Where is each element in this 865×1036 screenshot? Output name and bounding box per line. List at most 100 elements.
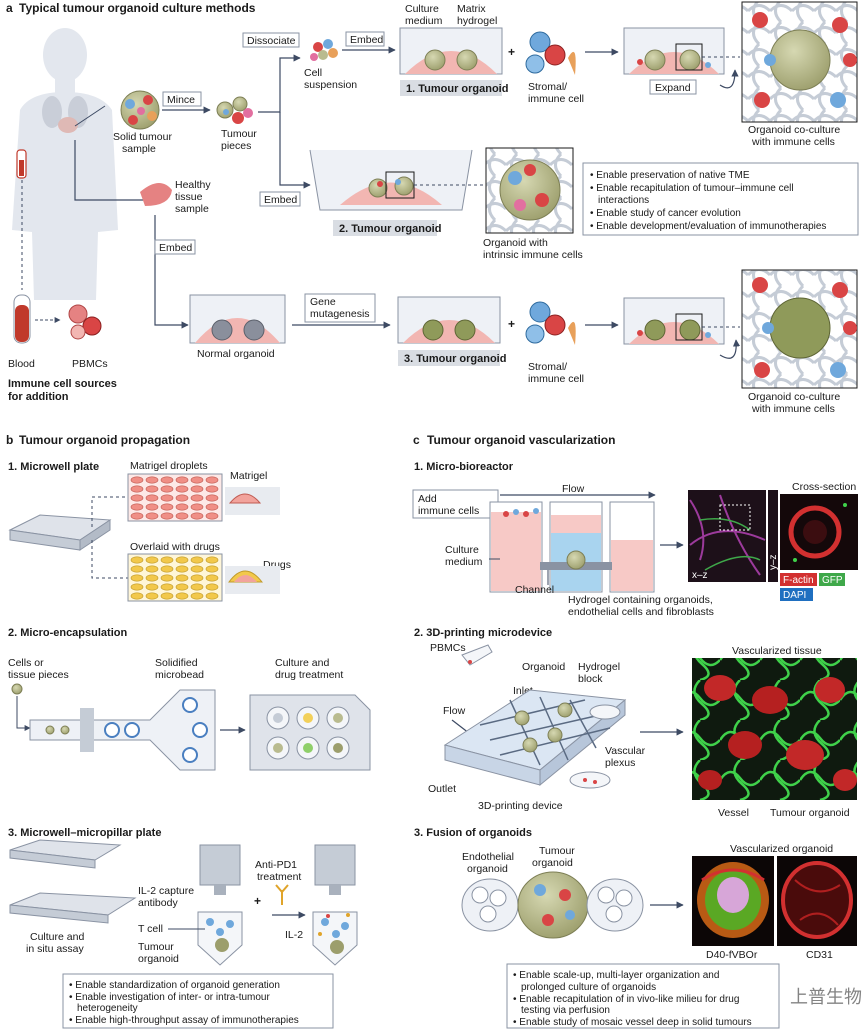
- cell-tissue-icon: [11, 683, 23, 695]
- mutagenesis-box: [304, 293, 376, 323]
- micropillar-plate-icon: [9, 839, 137, 924]
- organoid-3-label: 3. Tumour organoid: [404, 353, 506, 365]
- droplet: [205, 592, 219, 600]
- droplet: [130, 476, 144, 484]
- cd31-micrograph: [777, 856, 857, 946]
- gfp-legend: [819, 573, 845, 586]
- transwell-2: [309, 149, 473, 211]
- pbmcs-label: PBMCs: [72, 358, 108, 370]
- embed-label-2: Embed: [264, 194, 297, 206]
- droplet: [175, 512, 189, 520]
- panel-b-letter: b: [6, 433, 13, 447]
- matrigel-dome: [228, 493, 262, 504]
- embed-label-1: Embed: [350, 34, 383, 46]
- droplet: [130, 503, 144, 511]
- cell-suspension-icon: [310, 39, 338, 61]
- droplet: [130, 583, 144, 591]
- solid-tumour-sample-icon: [120, 90, 160, 130]
- droplet: [175, 556, 189, 564]
- droplet: [160, 574, 174, 582]
- vessel-label: Vessel: [718, 807, 749, 819]
- device-label: 3D-printing device: [478, 800, 563, 812]
- mince-box: [162, 91, 202, 107]
- panel-b-bullets: • Enable standardization of organoid gen…: [69, 980, 299, 1026]
- panel-b-bullets-box: [62, 973, 334, 1029]
- droplet: [145, 476, 159, 484]
- dissociate-label: Dissociate: [247, 35, 296, 47]
- vascularized-tissue-micrograph: [692, 658, 857, 800]
- droplet: [205, 476, 219, 484]
- droplet: [160, 583, 174, 591]
- droplet: [160, 485, 174, 493]
- droplet: [205, 503, 219, 511]
- culture-medium-c-label-2: medium: [445, 556, 483, 568]
- normal-organoid-well: [189, 294, 286, 344]
- culture-medium-label-2: medium: [405, 15, 443, 27]
- yz-strip: y–z: [768, 490, 779, 582]
- droplet: [145, 494, 159, 502]
- panel-c-letter: c: [413, 433, 420, 447]
- stromal-label-1: Stromal/: [528, 81, 567, 93]
- xz-label: x–z: [692, 570, 708, 581]
- tumour-org-label-2: organoid: [532, 857, 573, 869]
- droplet: [175, 583, 189, 591]
- channel-label: Channel: [515, 584, 554, 596]
- droplet: [205, 565, 219, 573]
- xz-micrograph: x–z: [688, 490, 766, 582]
- panel-a-bullets-box: [582, 162, 859, 236]
- culture-assay-label-1: Culture and: [30, 931, 84, 943]
- vascular-plexus-label-2: plexus: [605, 757, 635, 769]
- panel-b: b Tumour organoid propagation 1. Microwe…: [6, 433, 371, 1029]
- droplet: [205, 512, 219, 520]
- droplet: [190, 556, 204, 564]
- droplet: [130, 512, 144, 520]
- droplet: [190, 583, 204, 591]
- solidified-label-1: Solidified: [155, 657, 198, 669]
- culture-medium-c-label-1: Culture: [445, 544, 479, 556]
- tumour-pieces-label-2: pieces: [221, 140, 251, 152]
- cross-section-micrograph: [780, 494, 858, 570]
- tumour-org-label-1: Tumour: [539, 845, 575, 857]
- droplet: [130, 485, 144, 493]
- embed-box-3: [154, 239, 196, 255]
- organoid-2-label: 2. Tumour organoid: [339, 223, 441, 235]
- droplet: [205, 485, 219, 493]
- panel-c: c Tumour organoid vascularization 1. Mic…: [412, 433, 862, 1029]
- panel-b-s2-title: 2. Micro-encapsulation: [8, 627, 127, 639]
- culture-assay-label-2: in situ assay: [26, 943, 85, 955]
- add-immune-label-2: immune cells: [418, 505, 479, 517]
- droplet: [190, 476, 204, 484]
- anti-pd1-label-2: treatment: [257, 871, 301, 883]
- droplet: [145, 583, 159, 591]
- organoid-3-box: [398, 350, 500, 366]
- add-immune-label-1: Add: [418, 493, 437, 505]
- hydrogel-c-label-1: Hydrogel containing organoids,: [568, 594, 713, 606]
- outlet-label: Outlet: [428, 783, 456, 795]
- immune-sources-label-1: Immune cell sources: [8, 378, 117, 390]
- microwell-connector-1: [91, 496, 128, 527]
- antibody-icon: [275, 884, 289, 905]
- droplet: [175, 485, 189, 493]
- droplet: [190, 485, 204, 493]
- healthy-tissue-icon: [140, 182, 172, 206]
- bullet-b-3: • Enable high-throughput assay of immuno…: [69, 1015, 299, 1026]
- organoid-fusion: [461, 871, 644, 939]
- droplet: [130, 565, 144, 573]
- panel-c-s2-title: 2. 3D-printing microdevice: [414, 627, 552, 639]
- 3d-printing-device: [443, 689, 627, 789]
- yz-label: y–z: [768, 554, 779, 570]
- droplet: [175, 476, 189, 484]
- droplet: [130, 592, 144, 600]
- tumour-organoid-b-label-1: Tumour: [138, 941, 174, 953]
- endothelial-label-1: Endothelial: [462, 851, 514, 863]
- il2-capture-label-2: antibody: [138, 897, 178, 909]
- drug-dome-inner: [234, 575, 257, 582]
- coculture-label-2b: with immune cells: [751, 403, 835, 415]
- panel-c-heading: Tumour organoid vascularization: [427, 433, 615, 447]
- mutagenesis-label-2: mutagenesis: [310, 308, 370, 320]
- immune-sources-label-2: for addition: [8, 391, 69, 403]
- matrix-hydrogel-label-2: hydrogel: [457, 15, 497, 27]
- cells-tissue-label-1: Cells or: [8, 657, 44, 669]
- bullet-b-1: • Enable standardization of organoid gen…: [69, 980, 280, 991]
